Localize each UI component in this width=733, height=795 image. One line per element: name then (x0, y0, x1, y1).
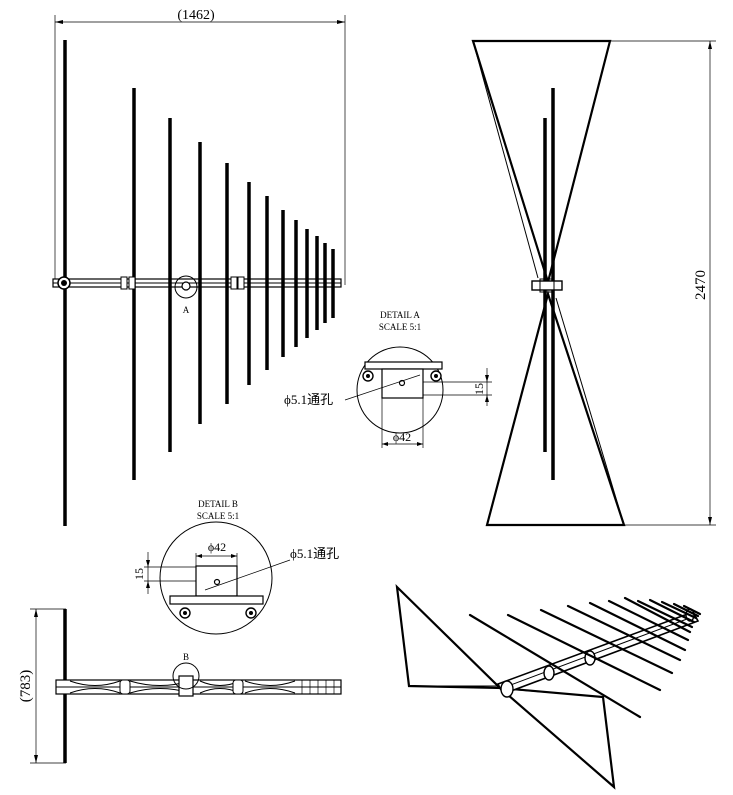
detail-b: DETAIL B SCALE 5:1 ϕ42 ϕ5.1通孔 15 (132, 499, 339, 635)
width-arrow-left (55, 20, 63, 24)
detail-b-height-label: 15 (132, 568, 146, 580)
detail-b-title: DETAIL B (198, 499, 238, 509)
detail-b-scale: SCALE 5:1 (197, 511, 239, 521)
boom-clamps (57, 276, 245, 290)
detail-a-title: DETAIL A (380, 310, 420, 320)
side-depth-label: (783) (18, 670, 34, 703)
detail-b-circle (172, 662, 200, 690)
lower-cone-inner-right (555, 297, 625, 526)
detail-a-hole-label: ϕ5.1通孔 (284, 392, 333, 407)
detail-b-marker: B (183, 652, 189, 662)
detail-a-height-label: 15 (472, 383, 486, 395)
detail-b-hole-leader (204, 559, 291, 591)
detail-a-diameter-label: ϕ42 (393, 430, 411, 444)
detail-a-hole-leader (344, 374, 421, 401)
detail-a-boom (364, 361, 443, 370)
iso-upper-cone (395, 584, 503, 690)
upper-cone-inner-left (472, 40, 539, 279)
detail-b-boom (169, 595, 264, 605)
top-view-feedlines (69, 680, 296, 694)
isometric-view (395, 584, 702, 790)
overall-width-label: (1462) (177, 8, 215, 23)
upper-cone (471, 39, 612, 287)
front-view: (1462) (52, 8, 346, 526)
detail-b-hole-label: ϕ5.1通孔 (290, 546, 339, 561)
side-hub (531, 280, 563, 291)
detail-b-boundary (159, 521, 273, 635)
lower-cone (485, 290, 626, 527)
detail-a: DETAIL A SCALE 5:1 ϕ5.1通孔 ϕ42 15 (284, 310, 492, 448)
width-arrow-right (337, 20, 345, 24)
iso-lower-cone (496, 686, 616, 790)
detail-a-marker: A (183, 305, 190, 315)
iso-elements (468, 596, 702, 719)
top-view: (783) B (18, 608, 342, 764)
side-view: 2470 (471, 39, 716, 527)
detail-a-circle (174, 275, 198, 299)
detail-a-scale: SCALE 5:1 (379, 322, 421, 332)
detail-a-boundary (356, 346, 444, 434)
detail-b-diameter-label: ϕ42 (208, 540, 226, 554)
overall-height-label: 2470 (693, 270, 709, 300)
